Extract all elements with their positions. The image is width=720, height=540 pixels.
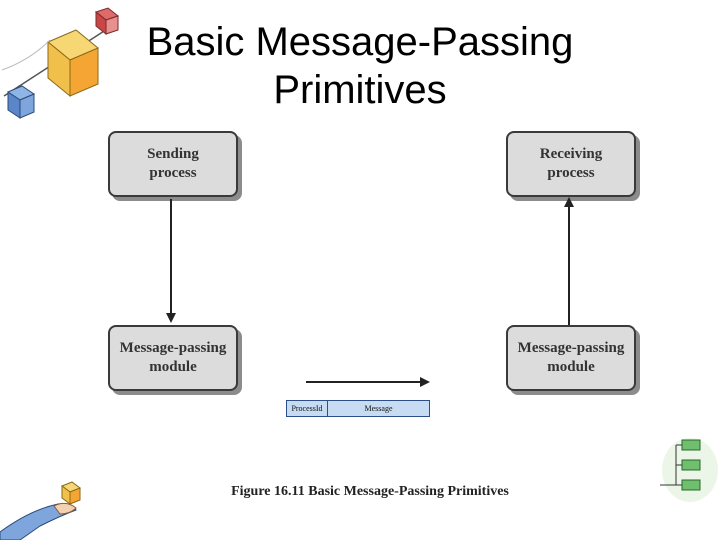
message-format: ProcessId Message [286, 400, 430, 417]
sender-module-label: Message-passing module [119, 340, 227, 375]
flowchart-clipart-icon [660, 438, 718, 502]
sending-process-label: Sending process [147, 146, 199, 181]
slide-title-line-2: Primitives [273, 68, 447, 112]
receiver-module-label: Message-passing module [517, 340, 625, 375]
slide-title-line-1: Basic Message-Passing [146, 20, 574, 64]
sending-process-box: Sending process [108, 131, 238, 197]
receiver-module-box: Message-passing module [506, 325, 636, 391]
slide-title: Basic Message-Passing Primitives [110, 18, 610, 114]
figure-caption: Figure 16.11 Basic Message-Passing Primi… [231, 484, 509, 499]
cubes-clipart-icon [1, 7, 120, 119]
message-field: Message [364, 404, 393, 413]
sender-module-box: Message-passing module [108, 325, 238, 391]
receiving-process-box: Receiving process [506, 131, 636, 197]
hand-holding-cube-clipart-icon [0, 481, 82, 540]
receiving-process-label: Receiving process [539, 146, 603, 181]
process-id-field: ProcessId [287, 401, 328, 416]
